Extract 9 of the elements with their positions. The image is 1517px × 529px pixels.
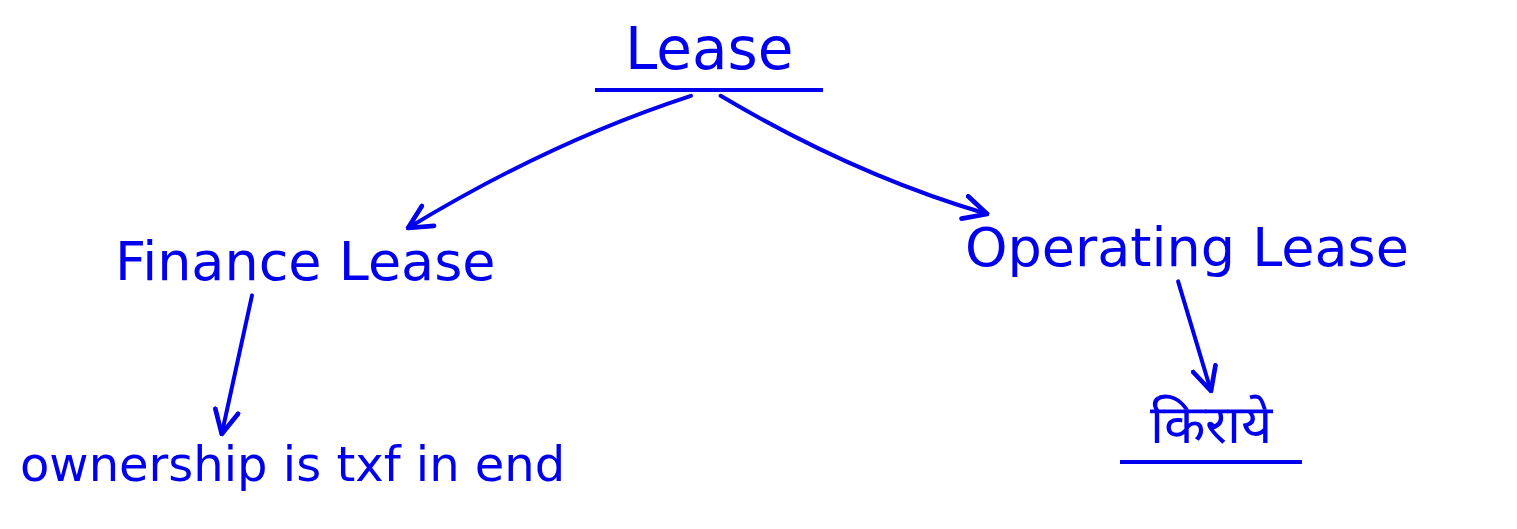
arrow — [213, 293, 254, 437]
arrow — [718, 93, 990, 221]
underlined-label: Lease — [595, 18, 824, 92]
arrow — [1176, 279, 1218, 394]
arrow — [405, 93, 693, 231]
node-label: Operating Lease — [965, 218, 1409, 278]
underlined-label: किराये — [1120, 395, 1302, 465]
node-label: Finance Lease — [115, 232, 496, 292]
node-label: ownership is txf in end — [20, 438, 566, 491]
